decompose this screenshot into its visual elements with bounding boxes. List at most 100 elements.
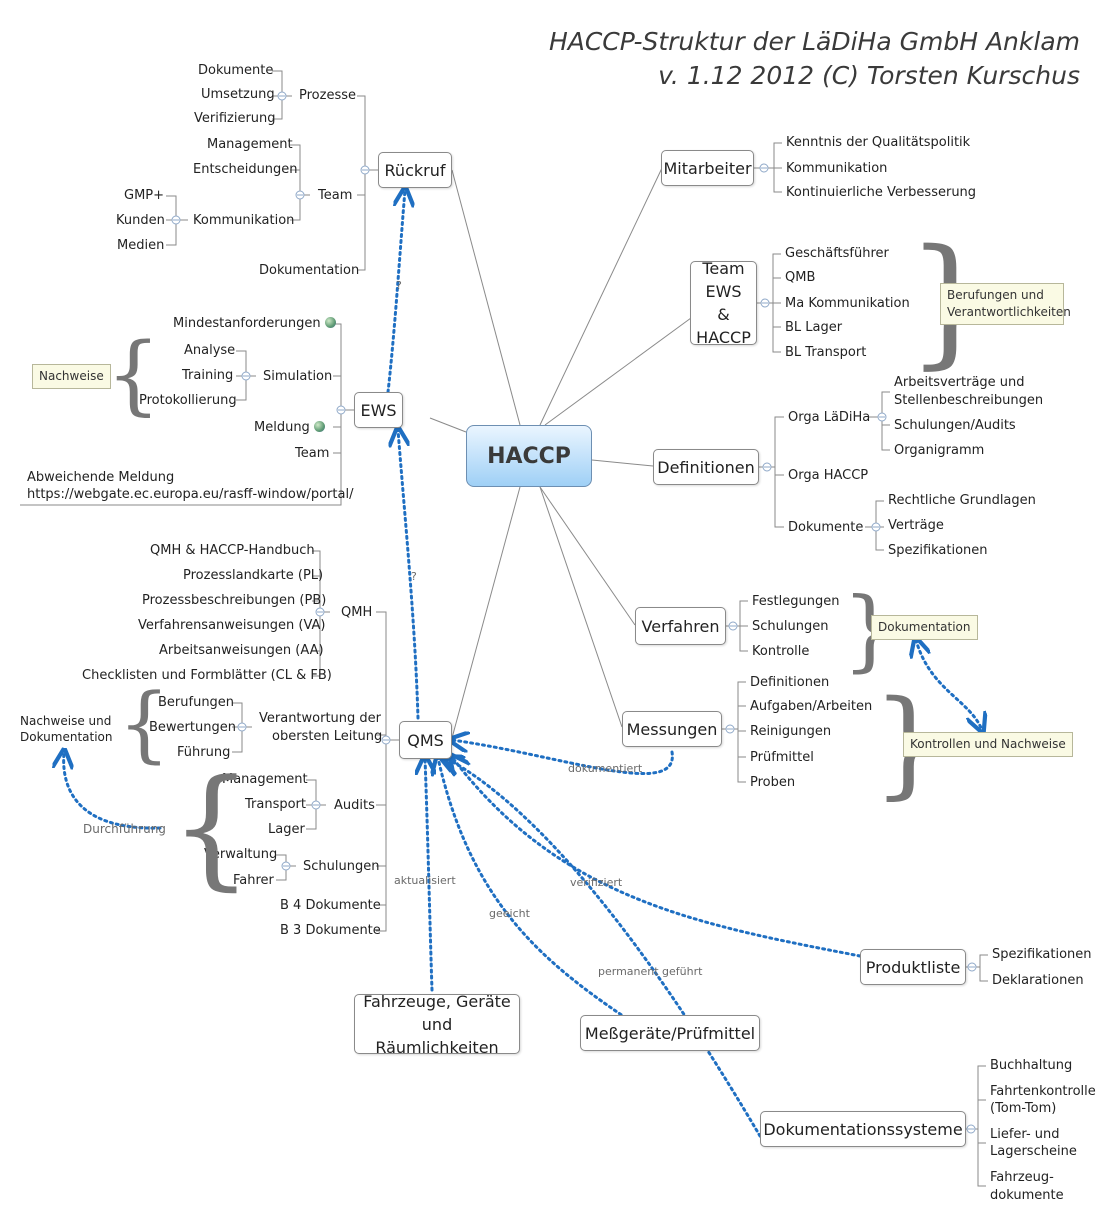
leaf-pruefmittel[interactable]: Prüfmittel (750, 750, 814, 765)
leaf-qmh-handbuch[interactable]: QMH & HACCP-Handbuch (150, 543, 315, 558)
leaf-proben[interactable]: Proben (750, 775, 796, 790)
node-messgeraete[interactable]: Meßgeräte/Prüfmittel (580, 1015, 760, 1051)
leaf-medien[interactable]: Medien (117, 238, 165, 253)
leaf-verwaltung[interactable]: Verwaltung (204, 847, 278, 862)
leaf-meldung[interactable]: Meldung (254, 419, 325, 436)
leaf-liefer[interactable]: Liefer- und (990, 1127, 1060, 1142)
leaf-orga-haccp[interactable]: Orga HACCP (788, 468, 869, 483)
leaf-analyse[interactable]: Analyse (184, 343, 236, 358)
leaf-schulungen[interactable]: Schulungen (303, 859, 380, 874)
leaf-stellenbeschreibungen[interactable]: Stellenbeschreibungen (894, 393, 1044, 408)
leaf-tomtom[interactable]: (Tom-Tom) (990, 1101, 1057, 1116)
leaf-protokollierung[interactable]: Protokollierung (139, 393, 237, 408)
globe-icon[interactable] (313, 421, 325, 432)
leaf-kontrolle[interactable]: Kontrolle (752, 644, 810, 659)
leaf-prozesslandkarte[interactable]: Prozesslandkarte (PL) (183, 568, 324, 583)
node-verfahren[interactable]: Verfahren (635, 607, 726, 645)
leaf-entscheidungen[interactable]: Entscheidungen (193, 162, 298, 177)
leaf-simulation[interactable]: Simulation (263, 369, 333, 384)
node-ews[interactable]: EWS (354, 392, 403, 428)
leaf-training[interactable]: Training (182, 368, 234, 383)
leaf-fahrzeug[interactable]: Fahrzeug- (990, 1170, 1054, 1185)
leaf-ma-kommunikation[interactable]: Ma Kommunikation (785, 296, 910, 311)
leaf-verantwortung-2[interactable]: obersten Leitung (272, 729, 383, 744)
leaf-audit-management[interactable]: Management (222, 772, 308, 787)
node-definitionen[interactable]: Definitionen (653, 449, 759, 485)
leaf-qmb[interactable]: QMB (785, 270, 816, 285)
leaf-definitionen-m[interactable]: Definitionen (750, 675, 830, 690)
relation-label-q1[interactable]: ? (396, 279, 402, 292)
leaf-dokumente[interactable]: Dokumente (198, 63, 274, 78)
leaf-spezifikationen-def[interactable]: Spezifikationen (888, 543, 988, 558)
leaf-spezifikationen-pl[interactable]: Spezifikationen (992, 947, 1092, 962)
leaf-audit-lager[interactable]: Lager (268, 822, 305, 837)
leaf-dokumente-def[interactable]: Dokumente (788, 520, 864, 535)
leaf-verantwortung-1[interactable]: Verantwortung der (259, 711, 382, 726)
node-produktliste[interactable]: Produktliste (860, 949, 966, 985)
node-qms[interactable]: QMS (399, 721, 452, 759)
leaf-reinigungen[interactable]: Reinigungen (750, 724, 832, 739)
central-topic[interactable]: HACCP (466, 425, 592, 487)
leaf-verifizierung[interactable]: Verifizierung (194, 111, 276, 126)
leaf-ews-team[interactable]: Team (295, 446, 330, 461)
relation-label-verifiziert[interactable]: verifiziert (570, 876, 623, 889)
node-mitarbeiter[interactable]: Mitarbeiter (661, 150, 754, 186)
leaf-verfahrensanweisungen[interactable]: Verfahrensanweisungen (VA) (138, 618, 326, 633)
globe-icon[interactable] (324, 317, 336, 328)
leaf-team[interactable]: Team (318, 188, 353, 203)
leaf-abweichende-meldung[interactable]: Abweichende Meldung (27, 470, 175, 485)
leaf-fuehrung[interactable]: Führung (177, 745, 231, 760)
leaf-prozesse[interactable]: Prozesse (299, 88, 356, 103)
relation-label-dokumentiert[interactable]: dokumentiert (568, 762, 643, 775)
relation-label-q2[interactable]: ? (411, 570, 417, 583)
leaf-prozessbeschreibungen[interactable]: Prozessbeschreibungen (PB) (142, 593, 327, 608)
leaf-lagerscheine[interactable]: Lagerscheine (990, 1144, 1077, 1159)
leaf-management[interactable]: Management (207, 137, 293, 152)
leaf-dokumentation[interactable]: Dokumentation (259, 263, 360, 278)
node-fahrzeuge[interactable]: Fahrzeuge, Geräte und Räumlichkeiten (354, 992, 520, 1057)
leaf-kommunikation[interactable]: Kommunikation (193, 213, 295, 228)
leaf-arbeitsvertraege[interactable]: Arbeitsverträge und (894, 375, 1025, 390)
leaf-schulungen-audits[interactable]: Schulungen/Audits (894, 418, 1016, 433)
leaf-geschaeftsfuehrer[interactable]: Geschäftsführer (785, 246, 889, 261)
leaf-orga-laediha[interactable]: Orga LäDiHa (788, 410, 871, 425)
leaf-mindestanforderungen[interactable]: Mindestanforderungen (173, 315, 336, 332)
leaf-qmh[interactable]: QMH (341, 605, 373, 620)
leaf-rechtliche-grundlagen[interactable]: Rechtliche Grundlagen (888, 493, 1036, 508)
leaf-kommunikation-ma[interactable]: Kommunikation (786, 161, 888, 176)
label-nachweise-doku-2[interactable]: Dokumentation (20, 730, 113, 744)
label-nachweise-doku-1[interactable]: Nachweise und (20, 714, 112, 728)
leaf-audit-transport[interactable]: Transport (245, 797, 307, 812)
relation-label-aktualisiert[interactable]: aktualisiert (394, 874, 456, 887)
leaf-organigramm[interactable]: Organigramm (894, 443, 985, 458)
leaf-arbeitsanweisungen[interactable]: Arbeitsanweisungen (AA) (159, 643, 324, 658)
leaf-bl-lager[interactable]: BL Lager (785, 320, 843, 335)
leaf-kenntnis[interactable]: Kenntnis der Qualitätspolitik (786, 135, 971, 150)
leaf-deklarationen[interactable]: Deklarationen (992, 973, 1084, 988)
leaf-buchhaltung[interactable]: Buchhaltung (990, 1058, 1073, 1073)
leaf-fahrer[interactable]: Fahrer (233, 873, 274, 888)
leaf-bl-transport[interactable]: BL Transport (785, 345, 867, 360)
leaf-schulungen-vf[interactable]: Schulungen (752, 619, 829, 634)
leaf-verbesserung[interactable]: Kontinuierliche Verbesserung (786, 185, 977, 200)
leaf-checklisten[interactable]: Checklisten und Formblätter (CL & FB) (82, 668, 332, 683)
node-dokumentationssysteme[interactable]: Dokumentationssysteme (760, 1111, 966, 1147)
leaf-festlegungen[interactable]: Festlegungen (752, 594, 840, 609)
node-team-ews-haccp[interactable]: Team EWS & HACCP (690, 259, 757, 347)
leaf-b4[interactable]: B 4 Dokumente (280, 898, 381, 913)
leaf-aufgaben[interactable]: Aufgaben/Arbeiten (750, 699, 873, 714)
node-rueckruf[interactable]: Rückruf (378, 152, 452, 188)
node-messungen[interactable]: Messungen (622, 711, 722, 747)
leaf-b3[interactable]: B 3 Dokumente (280, 923, 381, 938)
leaf-fahrzeug-dokumente[interactable]: dokumente (990, 1188, 1064, 1203)
leaf-umsetzung[interactable]: Umsetzung (201, 87, 275, 102)
leaf-kunden[interactable]: Kunden (116, 213, 165, 228)
relation-durchfuehrung[interactable]: Durchführung (83, 822, 166, 836)
leaf-berufungen[interactable]: Berufungen (158, 695, 235, 710)
relation-label-permanent[interactable]: permanent geführt (598, 965, 703, 978)
leaf-bewertungen[interactable]: Bewertungen (149, 720, 236, 735)
leaf-audits[interactable]: Audits (334, 798, 375, 813)
relation-label-geeicht[interactable]: geeicht (489, 907, 530, 920)
leaf-vertraege[interactable]: Verträge (888, 518, 944, 533)
leaf-fahrtenkontrolle[interactable]: Fahrtenkontrolle (990, 1084, 1096, 1099)
